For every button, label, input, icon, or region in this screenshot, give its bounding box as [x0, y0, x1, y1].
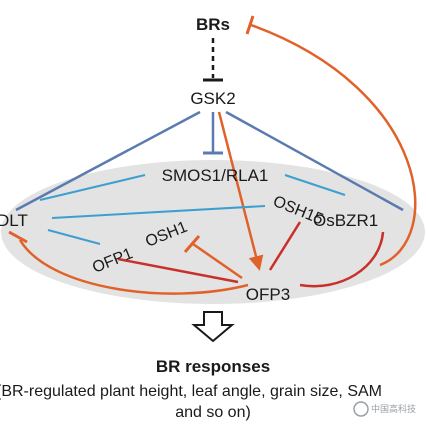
watermark-logo-icon	[353, 401, 369, 417]
ofp3-inhibits-osh1-bar	[183, 235, 201, 253]
gsk2-activates-ofp3	[217, 111, 264, 271]
osbzr1-ofp3-interaction	[299, 231, 385, 288]
hollow-down-arrow-icon	[191, 311, 235, 343]
responses-title: BR responses	[156, 357, 270, 376]
node-brs: BRs	[196, 15, 230, 34]
dlt-osh15-interaction	[51, 205, 266, 219]
node-smos1-rla1: SMOS1/RLA1	[162, 166, 269, 185]
ofp3-inhibits-dlt-curve	[18, 239, 249, 295]
ofp1-ofp3-interaction	[117, 257, 239, 284]
responses-line2: and so on)	[175, 404, 251, 421]
osh15-ofp3-interaction	[268, 221, 302, 271]
osbzr1-inhibits-brs-bar	[245, 15, 255, 35]
gsk2-inhibits-dlt	[15, 110, 201, 212]
dlt-ofp1-interaction	[47, 229, 101, 245]
ofp3-inhibits-osh1	[192, 242, 243, 280]
node-ofp3: OFP3	[246, 285, 290, 304]
smos1-dlt-interaction	[39, 174, 146, 201]
ofp3-inhibits-dlt-bar	[8, 230, 28, 244]
gsk2-inhibits-osbzr1	[225, 110, 404, 212]
watermark-text: 中国高科技	[371, 403, 416, 415]
cell-ellipse	[1, 160, 425, 304]
node-dlt: DLT	[0, 211, 28, 230]
responses-line1: (BR-regulated plant height, leaf angle, …	[0, 383, 382, 400]
node-gsk2: GSK2	[190, 89, 235, 108]
node-osbzr1: OsBZR1	[313, 211, 378, 230]
osbzr1-inhibits-brs-curve	[250, 23, 417, 267]
smos1-osbzr1-interaction	[284, 174, 346, 196]
